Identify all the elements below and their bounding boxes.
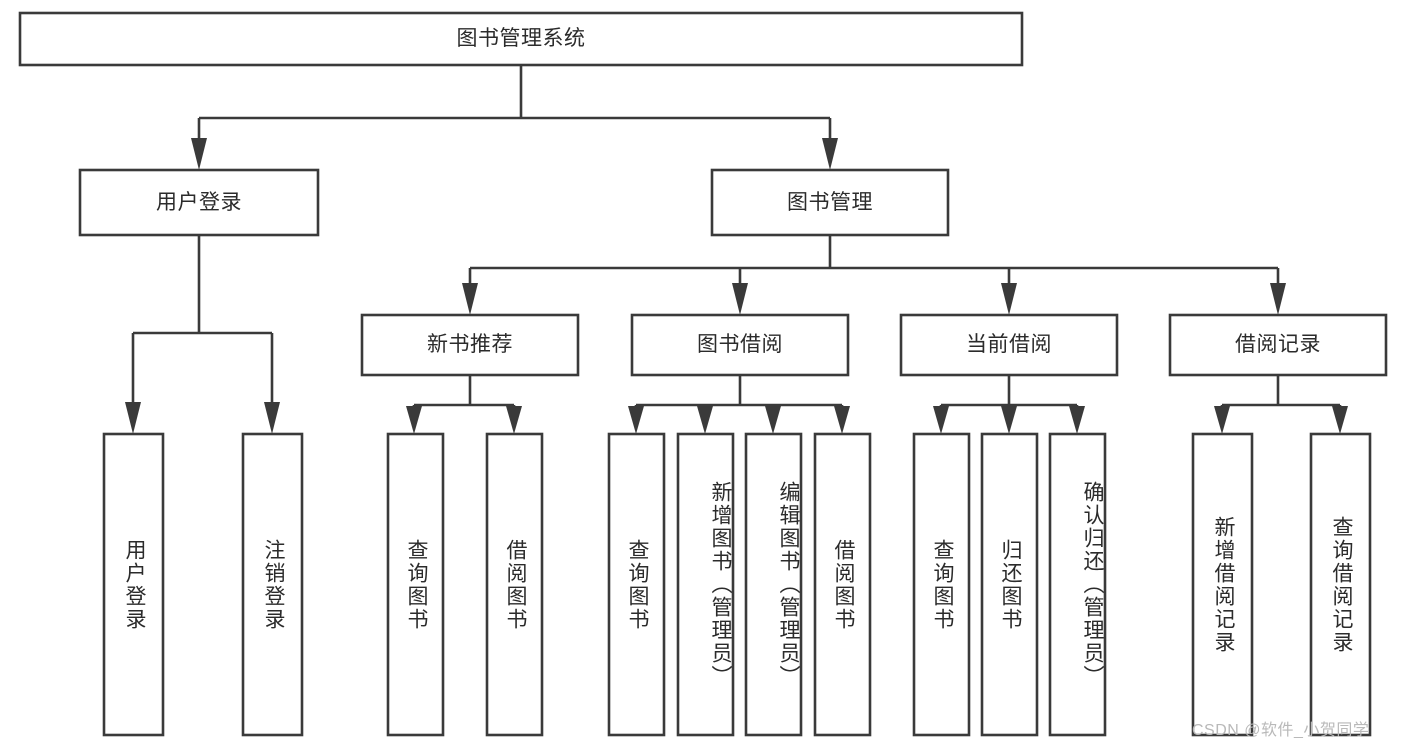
arrow-to-leaf-query-book-2 xyxy=(628,406,644,434)
node-leaf-query-book-2-box[interactable] xyxy=(607,432,666,737)
node-leaf-user-login-box[interactable] xyxy=(102,432,165,737)
node-leaf-add-record-box[interactable] xyxy=(1191,432,1254,737)
arrow-to-leaf-return-book xyxy=(1001,406,1017,434)
arrow-to-new-book xyxy=(462,283,478,315)
node-leaf-return-book-box[interactable] xyxy=(980,432,1039,737)
node-leaf-confirm-return-box[interactable] xyxy=(1048,432,1107,737)
node-leaf-add-book-box[interactable] xyxy=(676,432,735,737)
arrow-to-leaf-query-book-1 xyxy=(406,406,422,434)
node-user-login-box[interactable] xyxy=(78,168,320,237)
arrow-to-leaf-query-record xyxy=(1332,406,1348,434)
arrow-to-leaf-edit-book xyxy=(765,406,781,434)
node-leaf-query-book-1-box[interactable] xyxy=(386,432,445,737)
arrow-to-leaf-borrow-book-2 xyxy=(834,406,850,434)
arrow-to-leaf-add-book xyxy=(697,406,713,434)
node-book-borrow-box[interactable] xyxy=(630,313,850,377)
node-leaf-borrow-book-1-box[interactable] xyxy=(485,432,544,737)
arrow-to-leaf-add-record xyxy=(1214,406,1230,434)
node-root-box[interactable] xyxy=(18,11,1024,67)
node-leaf-logout-box[interactable] xyxy=(241,432,304,737)
node-current-borrow-box[interactable] xyxy=(899,313,1119,377)
node-leaf-borrow-book-2-box[interactable] xyxy=(813,432,872,737)
node-leaf-query-record-box[interactable] xyxy=(1309,432,1372,737)
node-leaf-edit-book-box[interactable] xyxy=(744,432,803,737)
arrow-to-leaf-borrow-book-1 xyxy=(506,406,522,434)
arrow-to-book-manage xyxy=(822,138,838,170)
arrow-to-book-borrow xyxy=(732,283,748,315)
arrow-to-current-borrow xyxy=(1001,283,1017,315)
node-borrow-record-box[interactable] xyxy=(1168,313,1388,377)
arrow-to-leaf-user-login xyxy=(125,402,141,434)
node-leaf-query-book-3-box[interactable] xyxy=(912,432,971,737)
node-book-manage-box[interactable] xyxy=(710,168,950,237)
arrow-to-leaf-query-book-3 xyxy=(933,406,949,434)
node-new-book-box[interactable] xyxy=(360,313,580,377)
arrow-to-leaf-logout xyxy=(264,402,280,434)
arrow-to-borrow-record xyxy=(1270,283,1286,315)
arrow-to-user-login xyxy=(191,138,207,170)
arrow-to-leaf-confirm-return xyxy=(1069,406,1085,434)
